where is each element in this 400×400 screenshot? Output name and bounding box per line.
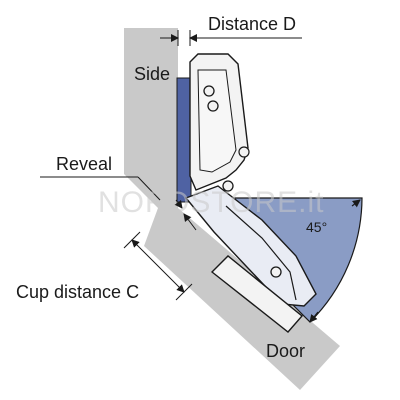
- reveal-arrow: [174, 199, 183, 209]
- door-label: Door: [266, 341, 305, 361]
- cup-distance-c-label: Cup distance C: [16, 282, 139, 302]
- cup-housing: [210, 255, 304, 333]
- screw-hole: [207, 100, 219, 112]
- angle-label: 45°: [306, 219, 327, 235]
- screw-hole: [222, 180, 234, 192]
- screw-hole: [270, 266, 282, 278]
- hinge-link: [225, 205, 297, 301]
- reveal-label: Reveal: [56, 154, 112, 174]
- side-label: Side: [134, 64, 170, 84]
- screw-hole: [203, 85, 215, 97]
- adjust-screw: [238, 146, 250, 158]
- angle-arrow-top: [351, 199, 361, 208]
- distance-d-label: Distance D: [208, 14, 296, 34]
- angle-arrow-bottom: [309, 311, 319, 323]
- reveal-leader-slope: [137, 176, 161, 201]
- door-panel: [144, 208, 340, 390]
- hinge-cup: [184, 185, 317, 307]
- cup-c-dim-line: [131, 239, 185, 293]
- mounting-plate: [176, 77, 192, 203]
- watermark-logo: NORDSTORE.it: [98, 186, 324, 219]
- reveal-arrow-2: [183, 213, 197, 231]
- side-panel: [124, 28, 178, 208]
